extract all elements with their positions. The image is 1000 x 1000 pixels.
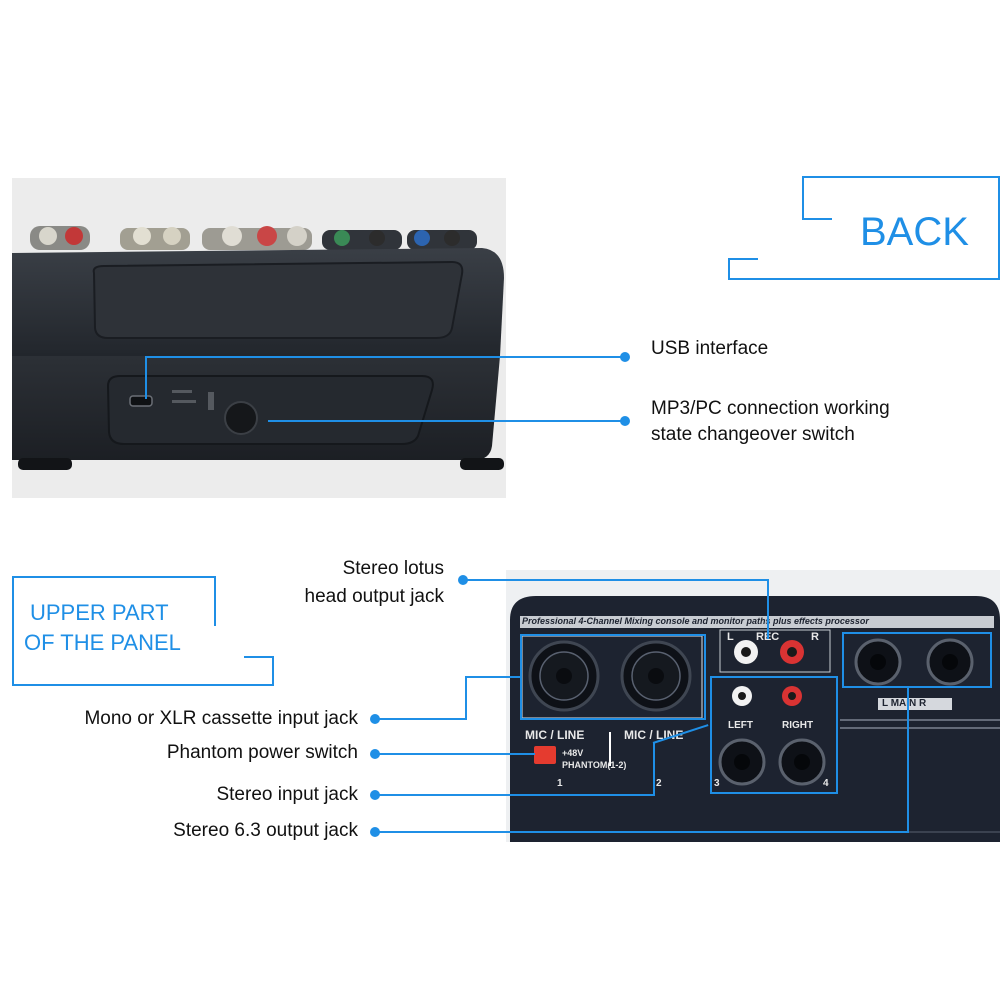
upper-frame-left xyxy=(12,576,14,686)
stereo-input-line xyxy=(375,794,655,796)
stereo-input-highlight-box xyxy=(710,676,838,794)
back-device-photo xyxy=(12,178,506,498)
rec-r-label: R xyxy=(811,631,819,643)
channel-1-label: 1 xyxy=(557,778,563,789)
stereo-lotus-line xyxy=(463,579,769,581)
back-title: BACK xyxy=(860,210,969,254)
stereo-lotus-label-line1: Stereo lotus xyxy=(342,558,444,579)
xlr-input-line xyxy=(375,718,467,720)
usb-callout-vertical xyxy=(145,357,147,399)
back-frame-bottom-stub xyxy=(802,218,832,220)
usb-callout-line xyxy=(145,356,625,358)
back-device-illustration xyxy=(12,226,504,470)
mic-line-1-label: MIC / LINE xyxy=(525,728,585,742)
left-input-label: LEFT xyxy=(728,720,753,731)
back-title-frame-lower xyxy=(728,258,1000,280)
phantom-48v-label: +48V xyxy=(562,748,584,758)
switch-label-line1: MP3/PC connection working xyxy=(651,398,890,419)
right-input-label: RIGHT xyxy=(782,720,814,731)
usb-callout-dot xyxy=(620,352,630,362)
stereo-output-label: Stereo 6.3 output jack xyxy=(173,820,358,841)
xlr-input-join xyxy=(465,676,522,678)
main-output-highlight-box xyxy=(842,632,992,688)
back-title-frame-upper xyxy=(802,176,1000,220)
phantom-range-label: PHANTOM(1-2) xyxy=(562,760,627,770)
mode-switch-icon xyxy=(224,401,258,435)
xlr-input-rise xyxy=(465,676,467,720)
phantom-switch-icon xyxy=(534,746,556,764)
panel-header-text: Professional 4-Channel Mixing console an… xyxy=(522,616,869,626)
top-connectors xyxy=(30,226,477,250)
stereo-lotus-label-line2: head output jack xyxy=(304,586,444,607)
back-frame-top-stub xyxy=(728,258,758,260)
xlr-input-label: Mono or XLR cassette input jack xyxy=(84,708,358,729)
switch-callout-dot xyxy=(620,416,630,426)
upper-title-line2: OF THE PANEL xyxy=(24,630,181,655)
switch-label-line2: state changeover switch xyxy=(651,424,855,445)
switch-callout-line xyxy=(268,420,625,422)
usb-port-icon xyxy=(129,395,153,407)
channel-2-label: 2 xyxy=(656,778,662,789)
phantom-switch-label: Phantom power switch xyxy=(166,742,358,763)
upper-frame-right-stub xyxy=(214,576,216,626)
stereo-output-line xyxy=(375,831,909,833)
phantom-switch-line xyxy=(375,753,535,755)
upper-panel-photo xyxy=(506,570,1000,842)
stereo-input-label: Stereo input jack xyxy=(216,784,358,805)
rec-l-label: L xyxy=(727,631,734,643)
back-frame-right xyxy=(998,176,1000,280)
upper-title-line1: UPPER PART xyxy=(30,600,169,625)
main-output-label: L MAIN R xyxy=(882,698,927,709)
usb-interface-label: USB interface xyxy=(651,338,769,359)
upper-title-frame-bottom xyxy=(12,656,274,686)
stereo-input-rise xyxy=(653,743,655,796)
upper-frame-top-stub xyxy=(244,656,274,658)
upper-panel-illustration xyxy=(506,596,1000,842)
stereo-output-rise xyxy=(907,688,909,833)
xlr-highlight-box xyxy=(520,634,706,720)
channel-3-label: 3 xyxy=(714,778,720,789)
stereo-lotus-drop xyxy=(767,579,769,639)
channel-4-label: 4 xyxy=(823,778,829,789)
